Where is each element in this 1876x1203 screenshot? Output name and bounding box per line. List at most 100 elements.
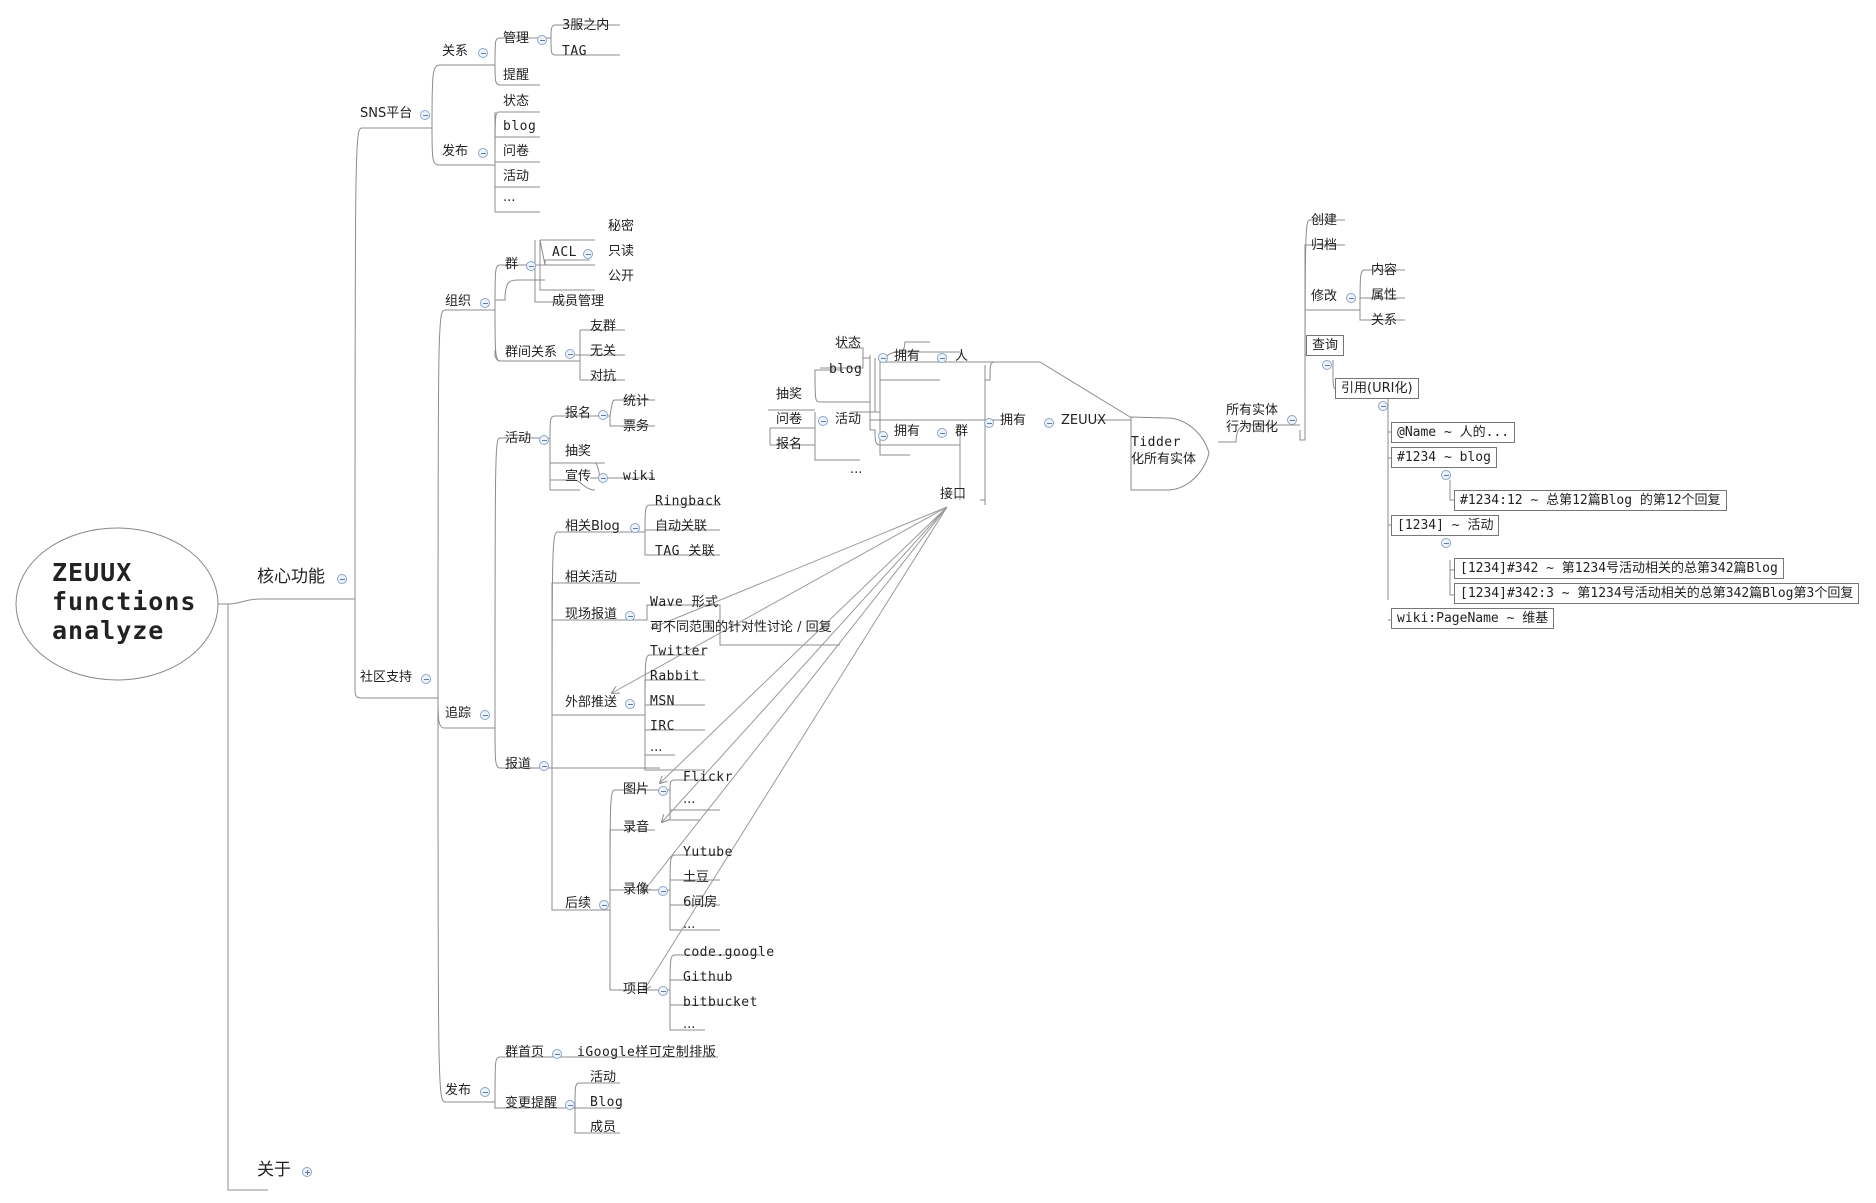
- node-zeuux[interactable]: ZEUUX: [1061, 413, 1107, 428]
- node-lottery[interactable]: 抽奖: [565, 444, 592, 459]
- node-cr-activity[interactable]: 活动: [590, 1070, 617, 1085]
- node-b1234-342[interactable]: [1234]#342 ~ 第1234号活动相关的总第342篇Blog: [1454, 558, 1784, 579]
- node-sns[interactable]: SNS平台: [360, 106, 413, 121]
- node-community[interactable]: 社区支持: [360, 670, 413, 685]
- node-z-more[interactable]: ...: [850, 462, 863, 477]
- collapse-b1234-icon[interactable]: [1441, 538, 1451, 548]
- node-ext-push[interactable]: 外部推送: [565, 695, 618, 710]
- node-t-archive[interactable]: 归档: [1311, 238, 1338, 253]
- node-promote[interactable]: 宣传: [565, 469, 592, 484]
- node-cr-member[interactable]: 成员: [590, 1120, 617, 1135]
- node-z-status[interactable]: 状态: [835, 336, 862, 351]
- node-yutube[interactable]: Yutube: [683, 845, 733, 860]
- node-entity-line2[interactable]: 行为固化: [1226, 420, 1279, 435]
- node-audio[interactable]: 录音: [623, 820, 650, 835]
- node-z-activity[interactable]: 活动: [835, 412, 862, 427]
- node-org[interactable]: 组织: [445, 294, 472, 309]
- node-related-event[interactable]: 相关活动: [565, 570, 618, 585]
- node-signup[interactable]: 报名: [565, 406, 592, 421]
- node-sns-survey[interactable]: 问卷: [503, 144, 530, 159]
- node-group[interactable]: 群: [505, 257, 519, 272]
- collapse-core-icon[interactable]: [337, 574, 347, 584]
- collapse-project-icon[interactable]: [658, 986, 668, 996]
- collapse-report-icon[interactable]: [539, 761, 549, 771]
- collapse-relation-icon[interactable]: [478, 48, 488, 58]
- collapse-group-rel-icon[interactable]: [565, 349, 575, 359]
- node-t-content[interactable]: 内容: [1371, 263, 1398, 278]
- node-room6[interactable]: 6间房: [683, 895, 718, 910]
- collapse-z-own-person-icon[interactable]: [878, 353, 888, 363]
- node-none[interactable]: 无关: [590, 344, 617, 359]
- collapse-track-icon[interactable]: [480, 710, 490, 720]
- node-related-blog[interactable]: 相关Blog: [565, 519, 620, 534]
- node-wave[interactable]: Wave 形式: [650, 595, 719, 610]
- collapse-group-home-icon[interactable]: [552, 1049, 562, 1059]
- node-z-person[interactable]: 人: [955, 349, 969, 364]
- node-member-mgmt[interactable]: 成员管理: [552, 294, 605, 309]
- node-twitter[interactable]: Twitter: [650, 644, 709, 659]
- collapse-z-group-icon[interactable]: [937, 428, 947, 438]
- node-readonly[interactable]: 只读: [608, 244, 635, 259]
- node-event[interactable]: 活动: [505, 431, 532, 446]
- node-tidder-line1[interactable]: Tidder: [1131, 435, 1181, 450]
- collapse-t-modify-icon[interactable]: [1346, 293, 1356, 303]
- node-z-own-group[interactable]: 拥有: [894, 424, 921, 439]
- node-msn[interactable]: MSN: [650, 694, 675, 709]
- node-friend[interactable]: 友群: [590, 319, 617, 334]
- node-tidder-line2[interactable]: 化所有实体: [1131, 452, 1197, 467]
- node-z-lottery[interactable]: 抽奖: [776, 387, 803, 402]
- node-public[interactable]: 公开: [608, 269, 635, 284]
- collapse-z-zeuux-icon[interactable]: [1044, 418, 1054, 428]
- collapse-z-person-icon[interactable]: [937, 353, 947, 363]
- collapse-promote-icon[interactable]: [598, 473, 608, 483]
- node-sns-relation[interactable]: 关系: [442, 44, 469, 59]
- node-community-publish[interactable]: 发布: [445, 1083, 472, 1098]
- node-z-group[interactable]: 群: [955, 424, 969, 439]
- node-within3[interactable]: 3服之内: [562, 18, 610, 33]
- node-bitbucket[interactable]: bitbucket: [683, 995, 758, 1010]
- collapse-picture-icon[interactable]: [658, 786, 668, 796]
- node-z-signup[interactable]: 报名: [776, 437, 803, 452]
- node-tickets[interactable]: 票务: [623, 419, 650, 434]
- node-project[interactable]: 项目: [623, 982, 650, 997]
- node-wiki-page[interactable]: wiki:PageName ~ 维基: [1391, 608, 1555, 629]
- node-z-blog[interactable]: blog: [829, 362, 863, 377]
- node-z-interface[interactable]: 接口: [940, 487, 967, 502]
- collapse-z-own-icon[interactable]: [984, 418, 994, 428]
- node-tudou[interactable]: 土豆: [683, 870, 710, 885]
- node-z-own[interactable]: 拥有: [1000, 413, 1027, 428]
- node-acl[interactable]: ACL: [552, 245, 577, 260]
- node-targeted[interactable]: 可不同范围的针对性讨论 / 回复: [650, 620, 832, 635]
- node-group-home[interactable]: 群首页: [505, 1045, 545, 1060]
- node-report[interactable]: 报道: [505, 757, 532, 772]
- node-rabbit[interactable]: Rabbit: [650, 669, 700, 684]
- node-sns-status[interactable]: 状态: [503, 94, 530, 109]
- node-z-survey[interactable]: 问卷: [776, 412, 803, 427]
- node-sns-blog[interactable]: blog: [503, 119, 537, 134]
- node-t-create[interactable]: 创建: [1311, 213, 1338, 228]
- node-manage[interactable]: 管理: [503, 31, 530, 46]
- node-proj-more[interactable]: ...: [683, 1017, 696, 1032]
- collapse-live-report-icon[interactable]: [625, 611, 635, 621]
- collapse-ext-push-icon[interactable]: [625, 699, 635, 709]
- node-t-query[interactable]: 查询: [1306, 335, 1345, 356]
- collapse-related-blog-icon[interactable]: [630, 523, 640, 533]
- collapse-z-activity-icon[interactable]: [818, 416, 828, 426]
- node-ringback[interactable]: Ringback: [655, 494, 722, 509]
- collapse-sns-publish-icon[interactable]: [478, 148, 488, 158]
- node-pic-more[interactable]: ...: [683, 792, 696, 807]
- node-group-rel[interactable]: 群间关系: [505, 345, 558, 360]
- node-entity-line1[interactable]: 所有实体: [1226, 403, 1279, 418]
- node-z-own-person[interactable]: 拥有: [894, 349, 921, 364]
- node-live-report[interactable]: 现场报道: [565, 607, 618, 622]
- collapse-t-quote-icon[interactable]: [1378, 401, 1388, 411]
- node-t-attribute[interactable]: 属性: [1371, 288, 1398, 303]
- node-t-quote[interactable]: 引用(URI化): [1335, 378, 1419, 399]
- node-picture[interactable]: 图片: [623, 782, 650, 797]
- collapse-community-icon[interactable]: [421, 674, 431, 684]
- collapse-signup-icon[interactable]: [598, 410, 608, 420]
- collapse-group-icon[interactable]: [526, 261, 536, 271]
- node-auto-link[interactable]: 自动关联: [655, 519, 708, 534]
- node-remind[interactable]: 提醒: [503, 68, 530, 83]
- node-wiki[interactable]: wiki: [623, 469, 657, 484]
